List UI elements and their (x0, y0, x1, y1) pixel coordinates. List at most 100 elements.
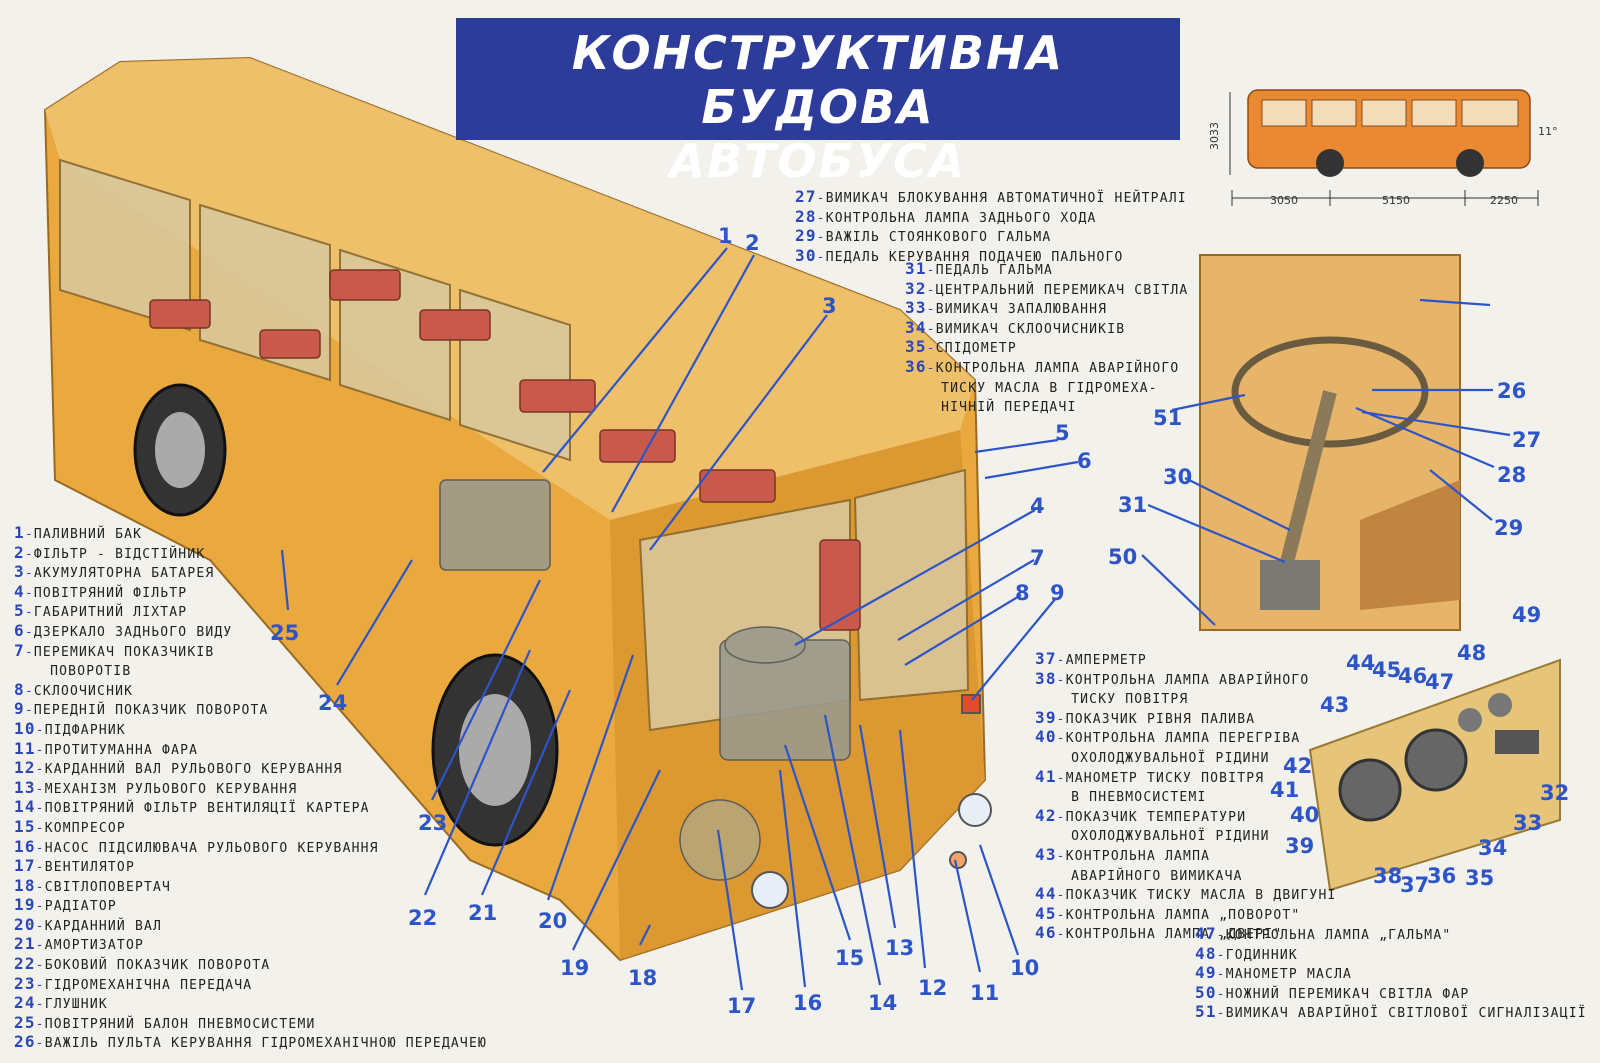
callout-1: 1 (718, 224, 733, 248)
legend-text: ГІДРОМЕХАНІЧНА ПЕРЕДАЧА (44, 977, 253, 993)
legend-separator: - (35, 840, 45, 856)
legend-separator: - (926, 302, 936, 318)
legend-item: 47-КОНТРОЛЬНА ЛАМПА „ГАЛЬМА" (1195, 925, 1587, 945)
title-line-2: АВТОБУСА (669, 134, 967, 188)
legend-separator: - (24, 527, 34, 542)
callout-27: 27 (1512, 428, 1541, 452)
legend-text: ТИСКУ ПОВІТРЯ (1071, 692, 1189, 708)
legend-top: 27-ВИМИКАЧ БЛОКУВАННЯ АВТОМАТИЧНОЇ НЕЙТР… (795, 188, 1187, 266)
callout-36: 36 (1427, 864, 1456, 888)
legend-item: 20-КАРДАННИЙ ВАЛ (14, 916, 487, 936)
legend-separator (905, 381, 941, 396)
legend-separator: - (35, 879, 45, 895)
legend-text: ПОКАЗЧИК РІВНЯ ПАЛИВА (1065, 711, 1256, 727)
legend-item: 43-КОНТРОЛЬНА ЛАМПА (1035, 846, 1337, 866)
callout-26: 26 (1497, 379, 1526, 403)
legend-text: В ПНЕВМОСИСТЕМІ (1071, 790, 1207, 806)
legend-text: НОЖНИЙ ПЕРЕМИКАЧ СВІТЛА ФАР (1225, 986, 1470, 1002)
legend-number: 35 (905, 337, 927, 357)
callout-45: 45 (1372, 658, 1401, 682)
legend-number: 3 (14, 562, 25, 582)
legend-text: НІЧНІЙ ПЕРЕДАЧІ (941, 400, 1077, 416)
callout-16: 16 (793, 991, 822, 1015)
legend-separator: - (926, 360, 936, 376)
legend-separator: - (926, 282, 936, 298)
callout-18: 18 (628, 966, 657, 990)
callout-11: 11 (970, 981, 999, 1005)
legend-number: 42 (1035, 805, 1057, 825)
legend-separator: - (1216, 1006, 1226, 1022)
legend-number: 50 (1195, 982, 1217, 1002)
callout-2: 2 (745, 231, 760, 255)
title-banner: КОНСТРУКТИВНА БУДОВА АВТОБУСА (456, 18, 1180, 188)
legend-text: СПІДОМЕТР (935, 341, 1017, 357)
legend-number: 7 (14, 640, 25, 660)
legend-item: 37-АМПЕРМЕТР (1035, 650, 1337, 670)
dim-wheelbase: 5150 (1382, 194, 1410, 207)
legend-separator: - (35, 762, 45, 778)
legend-number: 30 (795, 245, 817, 265)
legend-separator: - (35, 1016, 45, 1032)
legend-item: 51-ВИМИКАЧ АВАРІЙНОЇ СВІТЛОВОЇ СИГНАЛІЗА… (1195, 1003, 1587, 1023)
legend-separator: - (926, 263, 936, 278)
wheels (133, 383, 559, 847)
legend-text: ВАЖІЛЬ ПУЛЬТА КЕРУВАННЯ ГІДРОМЕХАНІЧНОЮ … (44, 1036, 488, 1052)
legend-number: 19 (14, 895, 36, 915)
legend-separator: - (1056, 888, 1066, 904)
callout-13: 13 (885, 936, 914, 960)
callout-8: 8 (1015, 581, 1030, 605)
legend-separator (1035, 790, 1071, 805)
legend-text: ПОКАЗЧИК ТИСКУ МАСЛА В ДВИГУНІ (1065, 888, 1337, 904)
legend-separator: - (24, 546, 34, 562)
legend-item: 14-ПОВІТРЯНИЙ ФІЛЬТР ВЕНТИЛЯЦІЇ КАРТЕРА (14, 798, 487, 818)
legend-text: МЕХАНІЗМ РУЛЬОВОГО КЕРУВАННЯ (44, 781, 298, 797)
legend-item: АВАРІЙНОГО ВИМИКАЧА (1035, 866, 1337, 886)
callouts: 1 2 3 4 5 6 7 8 9 10 11 12 13 14 15 16 1… (270, 224, 1569, 1018)
legend-number: 45 (1035, 903, 1057, 923)
legend-number: 47 (1195, 924, 1217, 943)
legend-separator: - (35, 997, 45, 1013)
legend-text: КОНТРОЛЬНА ЛАМПА ЗАДНЬОГО ХОДА (825, 210, 1097, 226)
legend-number: 36 (905, 356, 927, 376)
legend-separator: - (1216, 986, 1226, 1002)
legend-item: 40-КОНТРОЛЬНА ЛАМПА ПЕРЕГРІВА (1035, 728, 1337, 748)
legend-number: 31 (905, 259, 927, 278)
legend-item: 32-ЦЕНТРАЛЬНИЙ ПЕРЕМИКАЧ СВІТЛА (905, 279, 1188, 300)
legend-item: 28-КОНТРОЛЬНА ЛАМПА ЗАДНЬОГО ХОДА (795, 207, 1187, 228)
legend-separator: - (35, 781, 45, 797)
legend-number: 12 (14, 758, 36, 778)
legend-separator: - (1056, 731, 1066, 747)
legend-item: 44-ПОКАЗЧИК ТИСКУ МАСЛА В ДВИГУНІ (1035, 885, 1337, 905)
legend-item: 48-ГОДИННИК (1195, 944, 1587, 965)
legend-item: 19-РАДІАТОР (14, 896, 487, 916)
legend-item: 31-ПЕДАЛЬ ГАЛЬМА (905, 260, 1188, 280)
legend-separator (1035, 869, 1071, 884)
legend-item: 24-ГЛУШНИК (14, 994, 487, 1014)
legend-separator: - (1056, 711, 1066, 727)
callout-41: 41 (1270, 778, 1299, 802)
legend-number: 38 (1035, 668, 1057, 688)
legend-number: 51 (1195, 1002, 1217, 1022)
callout-14: 14 (868, 991, 897, 1015)
legend-text: ПОКАЗЧИК ТЕМПЕРАТУРИ (1065, 809, 1247, 825)
legend-number: 5 (14, 601, 25, 621)
callout-10: 10 (1010, 956, 1039, 980)
callout-43: 43 (1320, 693, 1349, 717)
legend-separator: - (35, 918, 45, 934)
legend-number: 4 (14, 581, 25, 601)
legend-item: 33-ВИМИКАЧ ЗАПАЛЮВАННЯ (905, 299, 1188, 319)
callout-22: 22 (408, 906, 437, 930)
callout-30: 30 (1163, 465, 1192, 489)
legend-number: 21 (14, 934, 36, 954)
callout-44: 44 (1346, 651, 1375, 675)
legend-text: КОМПРЕСОР (44, 820, 126, 836)
legend-text: ВЕНТИЛЯТОР (44, 860, 135, 876)
legend-number: 34 (905, 317, 927, 337)
callout-47: 47 (1425, 670, 1454, 694)
legend-item: 11-ПРОТИТУМАННА ФАРА (14, 739, 487, 760)
callout-46: 46 (1398, 664, 1427, 688)
legend-separator: - (35, 977, 45, 993)
